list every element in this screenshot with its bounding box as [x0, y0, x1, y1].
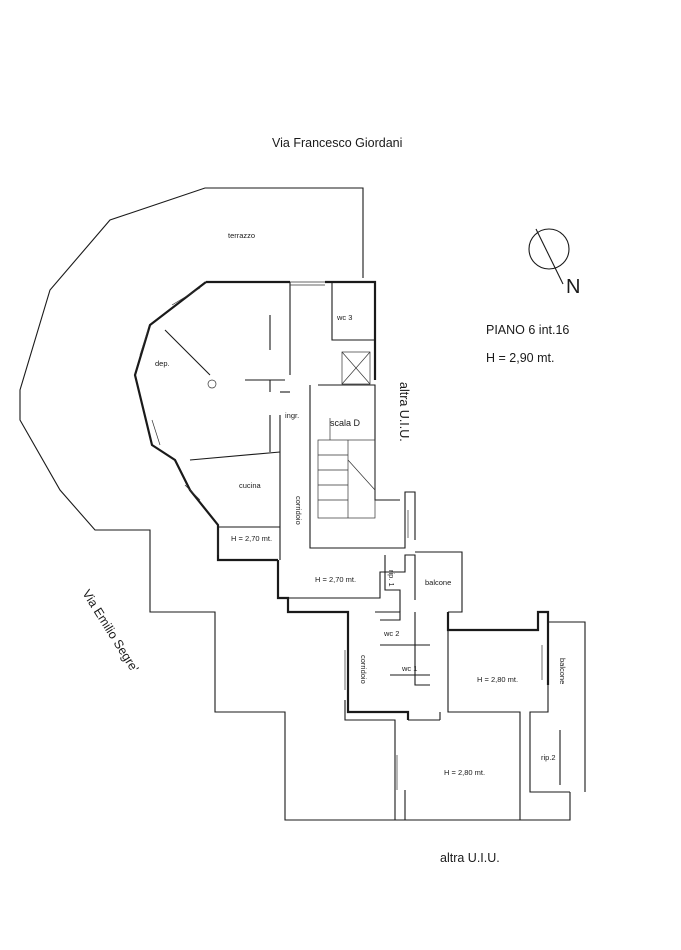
street-top-label: Via Francesco Giordani	[272, 136, 402, 150]
floor-height: H = 2,90 mt.	[486, 351, 554, 365]
room-corridoio-lower: corridoio	[359, 655, 368, 684]
room-h280-bottom: H = 2,80 mt.	[444, 768, 485, 777]
room-balcone-right: balcone	[558, 658, 567, 684]
room-wc3: wc 3	[336, 313, 352, 322]
room-h270-left: H = 2,70 mt.	[231, 534, 272, 543]
north-label: N	[566, 276, 580, 298]
room-dep: dep.	[155, 359, 170, 368]
room-balcone-mid: balcone	[425, 578, 451, 587]
floor-title: PIANO 6 int.16	[486, 323, 569, 337]
north-arrow	[528, 228, 570, 285]
room-h270-mid: H = 2,70 mt.	[315, 575, 356, 584]
room-wc1: wc 1	[401, 664, 417, 673]
windows	[139, 281, 543, 790]
room-rip1: rip. 1	[387, 570, 396, 587]
neighbour-bottom-label: altra U.I.U.	[440, 851, 500, 865]
room-cucina: cucina	[239, 481, 262, 490]
room-scala: scala D	[330, 418, 361, 428]
room-corridoio-upper: corridoio	[294, 496, 303, 525]
neighbour-right-label: altra U.I.U.	[397, 382, 411, 442]
room-h280-right: H = 2,80 mt.	[477, 675, 518, 684]
apartment-walls	[133, 280, 586, 820]
street-left-label: Via Emilio Segre'	[79, 587, 141, 675]
room-terrazzo: terrazzo	[228, 231, 255, 240]
room-rip2: rip.2	[541, 753, 556, 762]
room-wc2: wc 2	[383, 629, 399, 638]
room-ingr: ingr.	[285, 411, 299, 420]
